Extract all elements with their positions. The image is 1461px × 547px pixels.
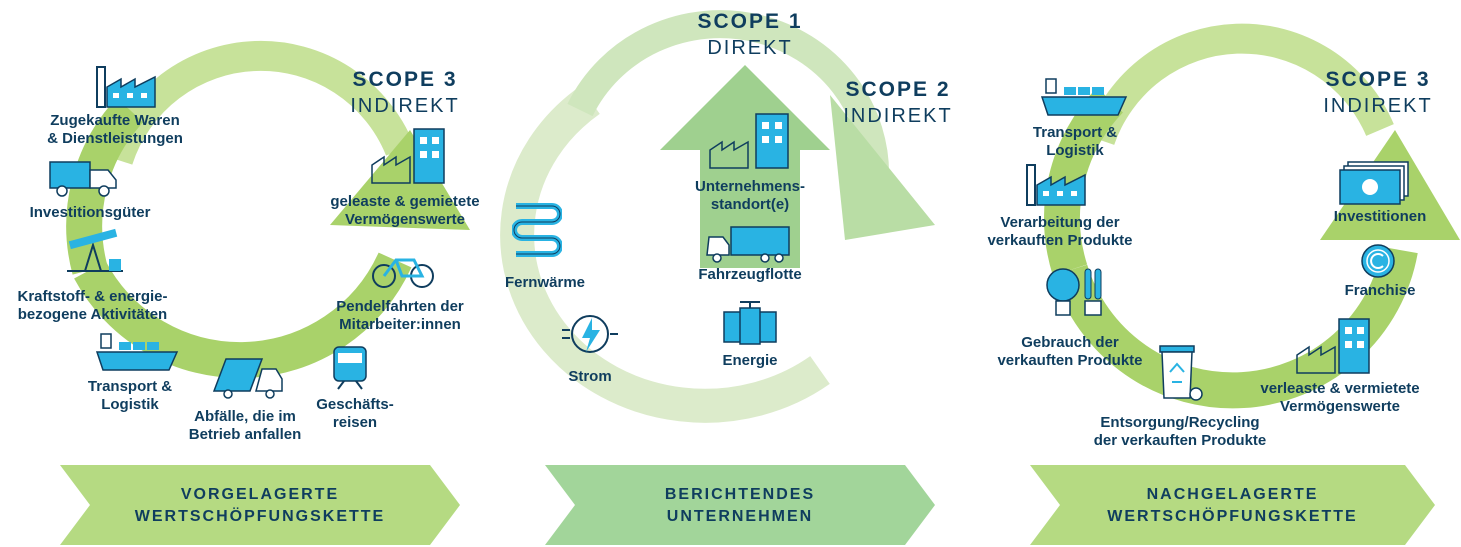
company-sites-label: Unternehmens- standort(e) <box>694 178 806 213</box>
right-scope-title: SCOPE 3 <box>1325 68 1431 91</box>
power-plug-icon <box>562 315 618 353</box>
disposal-label: Entsorgung/Recycling der verkauften Prod… <box>1093 414 1267 449</box>
heating-coil-icon <box>512 203 562 257</box>
scope2-title: SCOPE 2 <box>845 78 951 101</box>
band-downstream-label: NACHGELAGERTE WERTSCHÖPFUNGSKETTE <box>1107 486 1358 525</box>
light-bulb-icon <box>1046 268 1102 316</box>
pipe-valve-icon <box>723 301 777 345</box>
leased-buildings-icon <box>1296 318 1370 374</box>
banknotes-icon <box>1339 161 1409 205</box>
ship-icon <box>95 333 179 371</box>
band-upstream <box>60 465 460 545</box>
leased-out-assets-label: verleaste & vermietete Vermögenswerte <box>1260 380 1420 415</box>
scope2-sub: INDIREKT <box>843 105 953 127</box>
processing-label: Verarbeitung der verkauften Produkte <box>987 214 1133 249</box>
capital-goods-label: Investitionsgüter <box>29 204 151 221</box>
franchise-copyright-icon <box>1361 244 1395 278</box>
franchise-label: Franchise <box>1344 282 1416 299</box>
band-company <box>545 465 935 545</box>
commuting-label: Pendelfahrten der Mitarbeiter:innen <box>336 298 464 333</box>
purchased-goods-label: Zugekaufte Waren & Dienstleistungen <box>47 112 183 147</box>
electricity-label: Strom <box>568 368 612 385</box>
fuel-energy-label: Kraftstoff- & energie- bezogene Aktivitä… <box>17 288 168 323</box>
product-use-label: Gebrauch der verkauften Produkte <box>997 334 1143 369</box>
right-cycle-arrow <box>1043 23 1460 409</box>
vehicle-fleet-label: Fahrzeugflotte <box>698 266 802 283</box>
garbage-truck-icon <box>212 358 283 399</box>
district-heating-label: Fernwärme <box>504 274 586 291</box>
recycling-bin-icon <box>1159 345 1203 401</box>
factory-icon <box>1026 164 1086 206</box>
investments-label: Investitionen <box>1333 208 1427 225</box>
leased-buildings-icon <box>371 128 445 184</box>
scope1-sub: DIREKT <box>707 37 793 59</box>
leased-assets-label: geleaste & gemietete Vermögenswerte <box>330 193 480 228</box>
right-scope-sub: INDIREKT <box>1323 95 1433 117</box>
oil-pump-icon <box>67 228 123 272</box>
waste-label: Abfälle, die im Betrieb anfallen <box>188 408 302 443</box>
scope1-title: SCOPE 1 <box>697 10 803 33</box>
left-scope-title: SCOPE 3 <box>352 68 458 91</box>
left-scope-sub: INDIREKT <box>350 95 460 117</box>
energy-label: Energie <box>722 352 778 369</box>
downstream-transport-label: Transport & Logistik <box>1032 124 1118 159</box>
band-upstream-label: VORGELAGERTE WERTSCHÖPFUNGSKETTE <box>134 486 386 525</box>
company-buildings-icon <box>709 113 789 169</box>
business-travel-label: Geschäfts- reisen <box>316 396 394 431</box>
band-company-label: BERICHTENDES UNTERNEHMEN <box>664 486 816 525</box>
bicycle-icon <box>372 258 434 288</box>
ship-icon <box>1040 78 1128 116</box>
band-downstream <box>1030 465 1435 545</box>
upstream-transport-label: Transport & Logistik <box>87 378 173 413</box>
truck-icon <box>49 161 117 197</box>
lorry-icon <box>706 226 790 263</box>
factory-icon <box>96 66 156 108</box>
train-icon <box>333 346 367 390</box>
